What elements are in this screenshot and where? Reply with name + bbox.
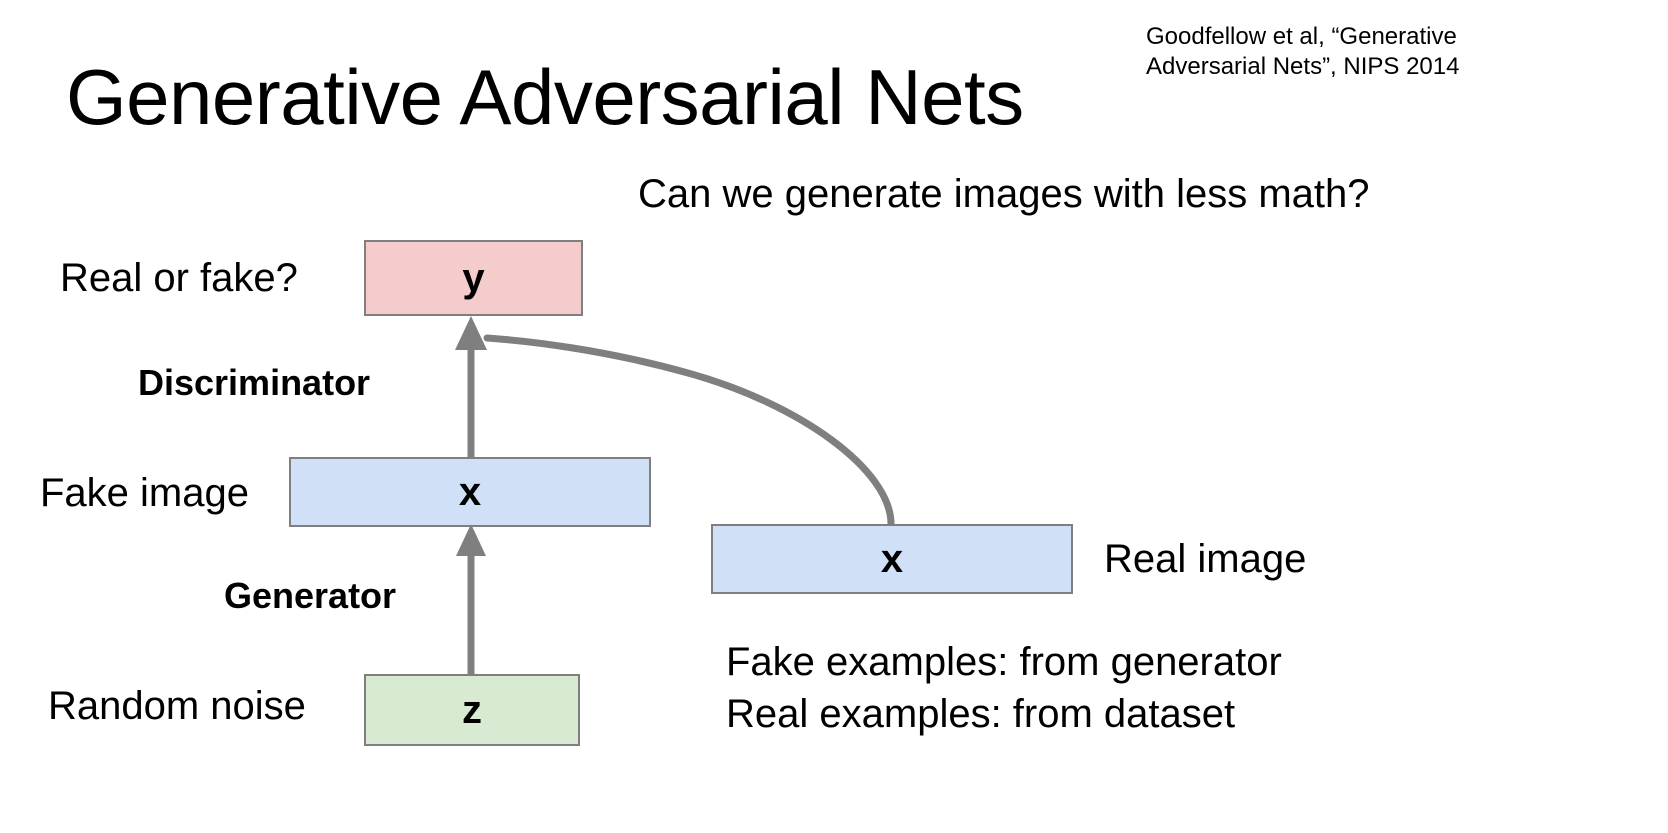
bottom-notes: Fake examples: from generator Real examp… — [726, 636, 1282, 740]
node-symbol-x-real: x — [880, 537, 904, 581]
citation-line-2: Adversarial Nets”, NIPS 2014 — [1146, 53, 1460, 80]
arrow-z-to-x-fake — [456, 524, 486, 674]
edge-label-discriminator: Discriminator — [138, 362, 371, 403]
page-title: Generative Adversarial Nets — [66, 53, 1024, 141]
note-line-fake: Fake examples: from generator — [726, 640, 1282, 684]
node-box-y: y — [364, 240, 583, 316]
label-real-or-fake: Real or fake? — [60, 256, 298, 300]
node-symbol-x-fake: x — [458, 470, 482, 514]
label-fake-image: Fake image — [40, 471, 249, 515]
node-symbol-z: z — [462, 688, 482, 732]
label-real-image: Real image — [1104, 537, 1307, 581]
node-box-z: z — [364, 674, 580, 746]
note-line-real: Real examples: from dataset — [726, 692, 1236, 736]
arrow-x-fake-to-y — [455, 316, 487, 457]
citation-line-1: Goodfellow et al, “Generative — [1146, 23, 1457, 50]
node-box-x-real: x — [711, 524, 1073, 594]
edge-label-generator: Generator — [224, 575, 397, 616]
label-random-noise: Random noise — [48, 684, 306, 728]
node-symbol-y: y — [462, 256, 485, 300]
citation-block: Goodfellow et al, “Generative Adversaria… — [1146, 22, 1526, 82]
node-box-x-fake: x — [289, 457, 651, 527]
subtitle-question: Can we generate images with less math? — [638, 172, 1370, 216]
